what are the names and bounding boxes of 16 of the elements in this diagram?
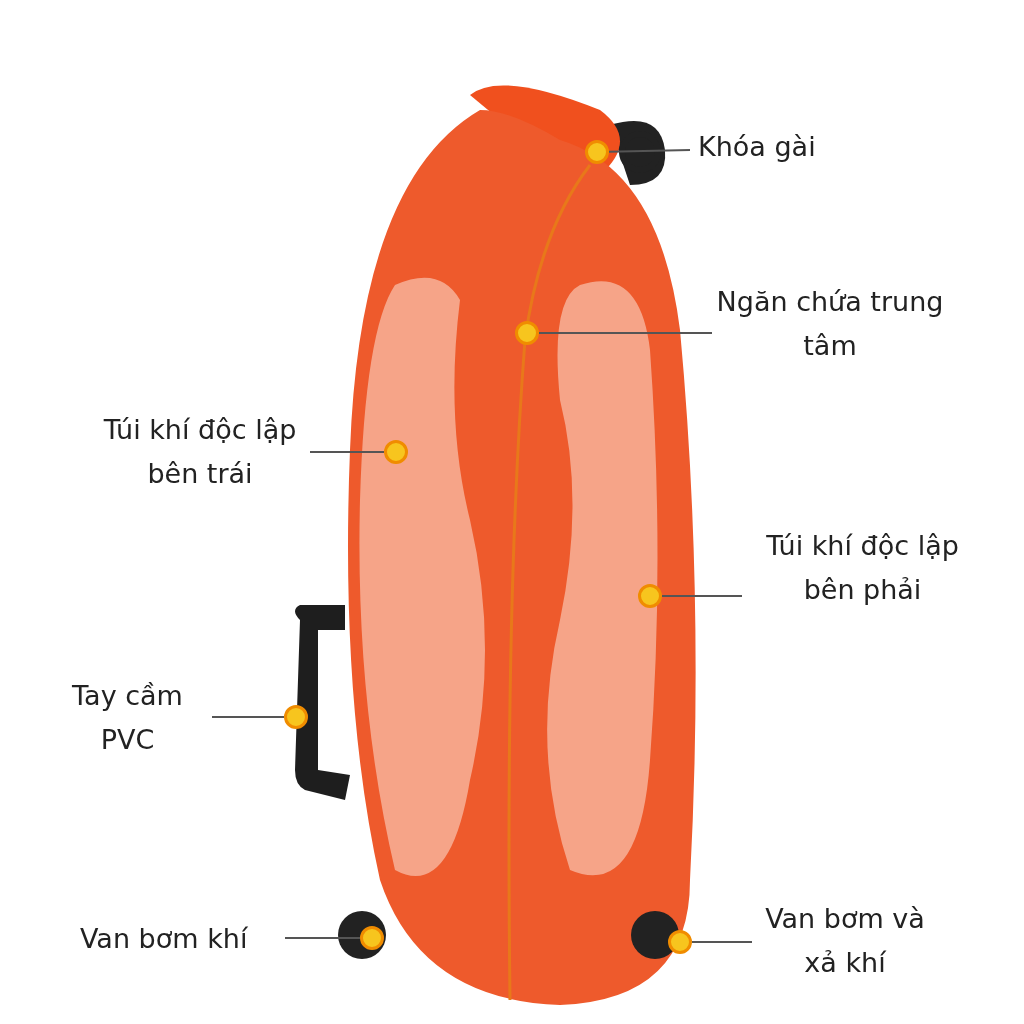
callout-label: Khóa gài [698, 125, 858, 169]
leader-line [211, 716, 285, 718]
callout-label: Van bơm và xả khí [755, 897, 935, 985]
callout-label: Túi khí độc lập bên phải [750, 524, 975, 612]
leader-line [309, 451, 385, 453]
leader-line [691, 941, 753, 943]
callout-dot [668, 930, 692, 954]
leader-line [538, 332, 713, 334]
leader-line [661, 595, 743, 597]
callout-label: Van bơm khí [80, 917, 280, 961]
leader-line [608, 149, 691, 153]
callout-label: Tay cầm PVC [50, 674, 205, 762]
callout-label: Túi khí độc lập bên trái [95, 408, 305, 496]
callout-dot [284, 705, 308, 729]
leader-line [284, 937, 361, 939]
callout-label: Ngăn chứa trung tâm [715, 280, 945, 368]
